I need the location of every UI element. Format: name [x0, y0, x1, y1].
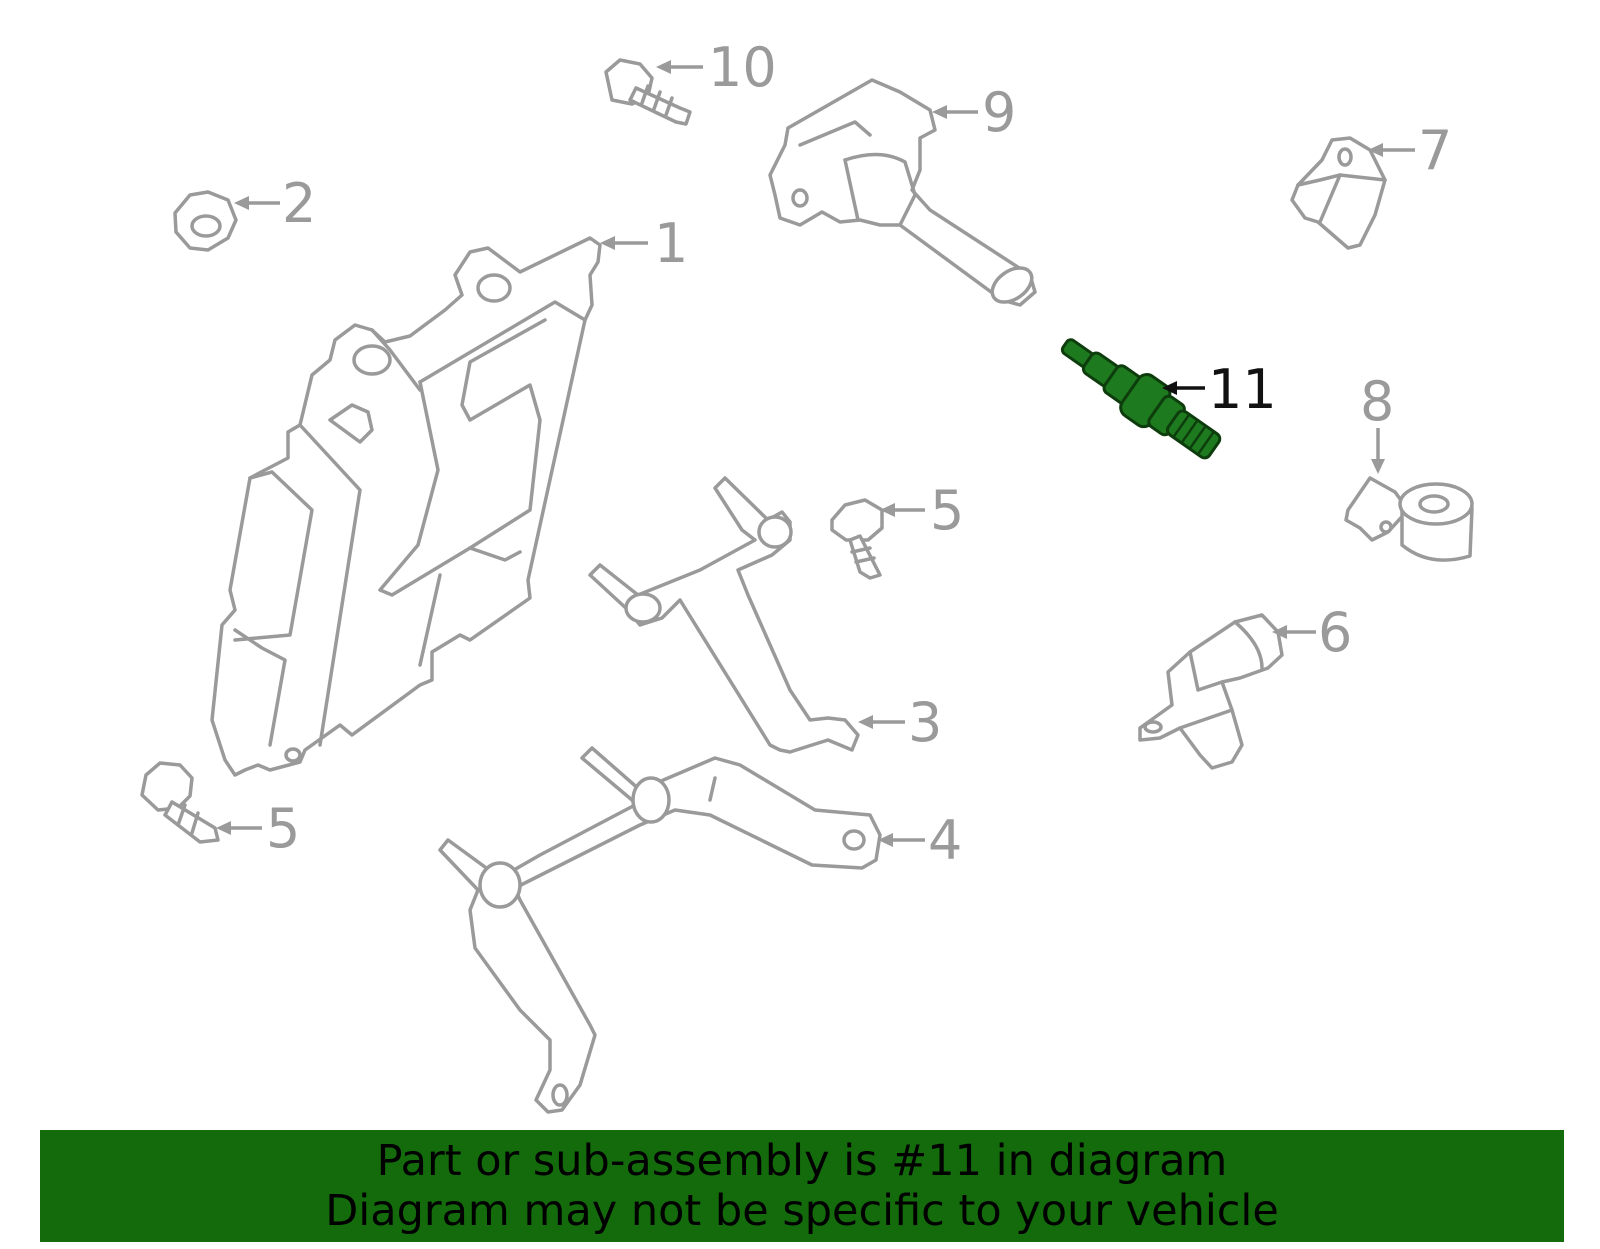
callout-1: 1 [654, 212, 688, 275]
callout-5-upper: 5 [930, 479, 964, 542]
footer-line-1: Part or sub-assembly is #11 in diagram [376, 1136, 1228, 1186]
callout-9: 9 [982, 81, 1016, 144]
part-9-ignition-coil[interactable] [768, 78, 1038, 309]
callout-3: 3 [908, 691, 942, 754]
callout-4: 4 [928, 809, 962, 872]
footer-banner: Part or sub-assembly is #11 in diagram D… [40, 1130, 1564, 1242]
part-1-ecu-bracket[interactable] [210, 236, 602, 777]
parts-diagram: 1 2 3 4 5 5 6 7 8 9 10 11 [140, 36, 1474, 1114]
callout-11: 11 [1208, 358, 1277, 421]
part-11-spark-plug[interactable] [1051, 325, 1228, 469]
part-5-bolt-upper[interactable] [830, 498, 884, 580]
part-2-nut[interactable] [173, 190, 238, 252]
part-5-bolt-lower[interactable] [140, 761, 220, 844]
callout-7: 7 [1418, 119, 1452, 182]
part-6-sensor[interactable] [1138, 613, 1284, 770]
callout-labels: 1 2 3 4 5 5 6 7 8 9 10 11 [266, 36, 1452, 872]
part-8-knock-sensor[interactable] [1344, 476, 1474, 562]
part-3-bracket[interactable] [588, 476, 860, 754]
callout-2: 2 [282, 172, 316, 235]
footer-line-2: Diagram may not be specific to your vehi… [325, 1186, 1279, 1236]
part-10-bolt[interactable] [604, 58, 692, 126]
callout-10: 10 [708, 36, 777, 99]
callout-6: 6 [1318, 601, 1352, 664]
callout-8: 8 [1360, 370, 1394, 433]
part-7-sensor[interactable] [1290, 136, 1387, 250]
part-4-bracket-arm[interactable] [438, 746, 882, 1114]
callout-5-lower: 5 [266, 797, 300, 860]
leader-lines [216, 60, 1415, 847]
